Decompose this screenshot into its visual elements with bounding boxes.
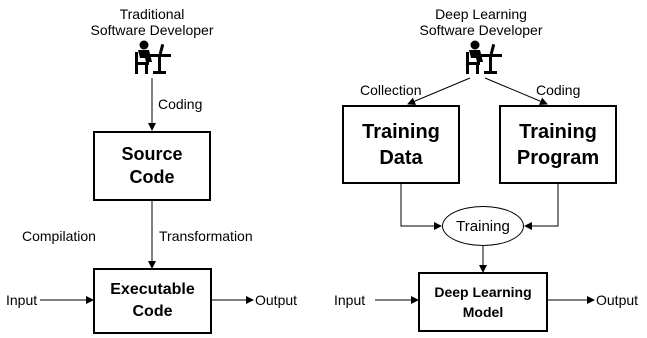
arrow-data-to-training <box>400 183 442 230</box>
input-label-right: Input <box>334 292 366 308</box>
coding-label-right: Coding <box>536 82 581 98</box>
executable-code-box: Executable Code <box>93 268 212 334</box>
developer-at-desk-icon <box>135 40 171 74</box>
executable-code-line1: Executable <box>110 281 195 298</box>
training-program-box: Training Program <box>499 105 617 184</box>
training-node: Training <box>442 206 524 246</box>
compilation-label: Compilation <box>22 228 96 244</box>
source-code-box: Source Code <box>93 131 211 201</box>
traditional-developer-title-line2: Software Developer <box>90 22 214 38</box>
training-program-line1: Training <box>519 120 597 143</box>
training-data-box: Training Data <box>342 105 460 184</box>
input-label-left: Input <box>6 292 38 308</box>
model-line1: Deep Learning <box>434 284 532 300</box>
developer-at-desk-icon <box>466 40 502 74</box>
training-node-label: Training <box>456 217 510 235</box>
output-label-right: Output <box>596 292 639 308</box>
training-data-line2: Data <box>379 146 423 169</box>
deep-learning-model-box: Deep Learning Model <box>418 272 548 332</box>
dl-developer-title-line2: Software Developer <box>419 22 543 38</box>
source-code-line2: Code <box>129 167 175 187</box>
collection-label: Collection <box>360 82 422 98</box>
dl-developer-title-line1: Deep Learning <box>435 6 527 22</box>
executable-code-line2: Code <box>132 303 173 320</box>
arrow-dev-to-training-program <box>484 77 548 105</box>
training-data-line1: Training <box>362 120 440 143</box>
coding-label-left: Coding <box>158 96 203 112</box>
traditional-developer-title-line1: Traditional <box>119 6 185 22</box>
arrow-dev-to-training-data <box>407 77 471 105</box>
transformation-label: Transformation <box>159 228 253 244</box>
model-line2: Model <box>462 304 504 320</box>
source-code-line1: Source <box>121 144 183 164</box>
output-label-left: Output <box>255 292 298 308</box>
arrow-program-to-training <box>524 183 559 230</box>
training-program-line2: Program <box>516 146 600 169</box>
